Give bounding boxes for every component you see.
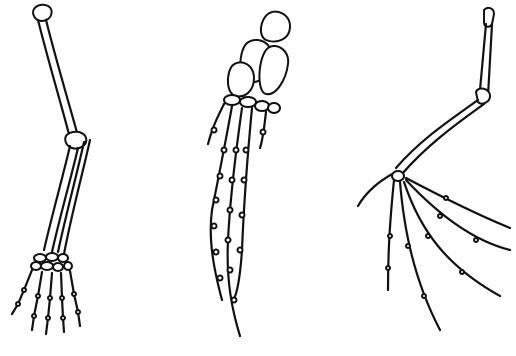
human-arm-skeleton-icon [12, 5, 90, 334]
humerus [38, 20, 78, 138]
bat-wing-skeleton-icon [358, 8, 510, 330]
carpals [31, 253, 72, 271]
flipper-humerus [261, 12, 290, 42]
flipper-ulna [259, 46, 288, 94]
wing-digits [386, 178, 510, 330]
flipper-radius-lower [228, 62, 254, 96]
wing-thumb [358, 172, 396, 206]
flipper-skeleton-icon [208, 12, 290, 336]
flipper-digits [208, 104, 266, 336]
finger-bones [12, 270, 80, 334]
ulna [58, 140, 90, 254]
wing-humerus [480, 24, 492, 96]
humerus-head [33, 5, 52, 21]
wing-elbow [476, 89, 490, 104]
wing-radius [396, 100, 484, 174]
